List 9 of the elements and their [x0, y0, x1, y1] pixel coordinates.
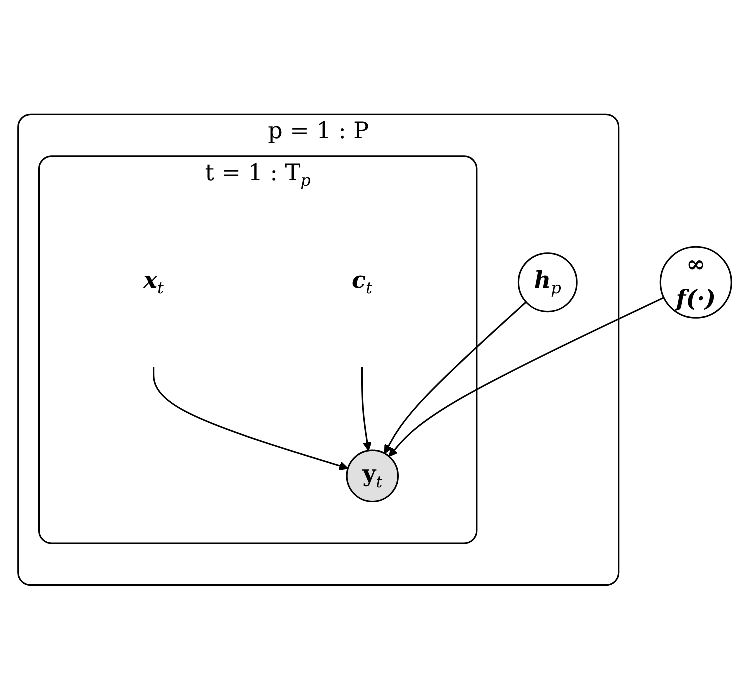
node-circle: y$_{t}$	[346, 450, 400, 503]
node-circle: h$_{p}$	[518, 252, 578, 313]
arrow	[384, 302, 527, 454]
node-text: c$_{t}$	[352, 267, 372, 298]
node-circle: ∞ f(·)	[660, 246, 732, 319]
arrow	[388, 297, 664, 458]
arrow	[153, 366, 349, 471]
node-text: x$_{t}$	[144, 267, 164, 298]
arrow	[361, 366, 372, 452]
